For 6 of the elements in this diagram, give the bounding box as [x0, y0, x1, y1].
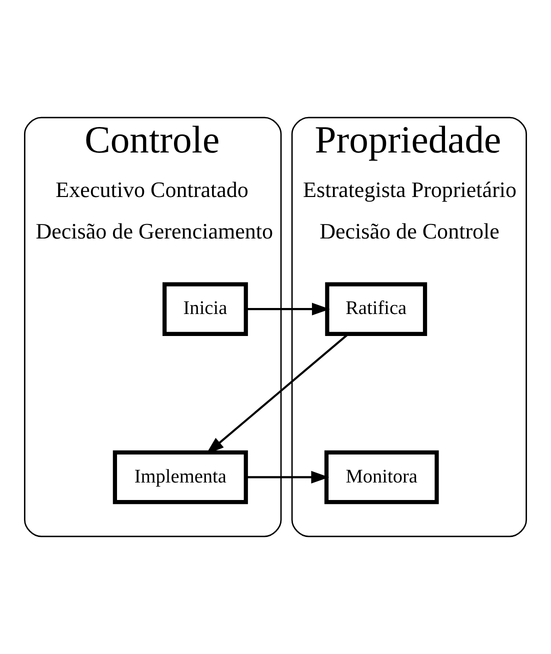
node-box: Inicia [162, 282, 248, 336]
node-box: Implementa [112, 450, 248, 504]
arrow [246, 302, 330, 316]
node-box: Ratifica [325, 282, 428, 336]
arrow [246, 470, 330, 484]
node-box: Monitora [324, 450, 439, 504]
